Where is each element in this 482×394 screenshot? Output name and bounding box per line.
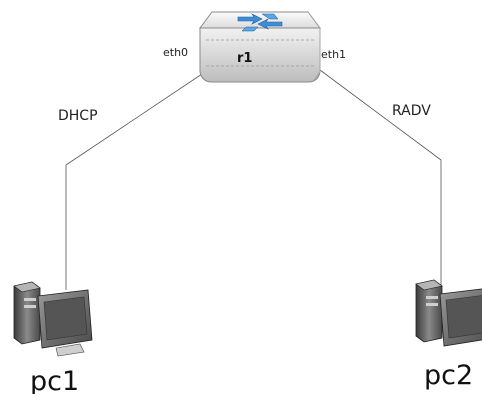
link-r1-pc2 — [319, 69, 442, 285]
link-r1-pc1 — [65, 69, 209, 290]
link-label-radv: RADV — [392, 103, 431, 119]
host-label-pc2: pc2 — [424, 360, 473, 391]
link-label-dhcp: DHCP — [58, 108, 98, 124]
router-r1[interactable]: r1 — [199, 11, 321, 83]
router-name-label: r1 — [237, 51, 252, 66]
router-icon — [199, 11, 321, 83]
host-label-pc1: pc1 — [30, 366, 79, 394]
interface-label-eth0: eth0 — [163, 46, 188, 59]
host-pc2[interactable]: pc2 — [415, 279, 482, 391]
computer-icon — [415, 279, 482, 347]
router-logo-icon — [237, 13, 283, 32]
interface-label-eth1: eth1 — [321, 48, 346, 61]
host-pc1[interactable]: pc1 — [13, 281, 93, 394]
computer-icon — [13, 281, 93, 357]
